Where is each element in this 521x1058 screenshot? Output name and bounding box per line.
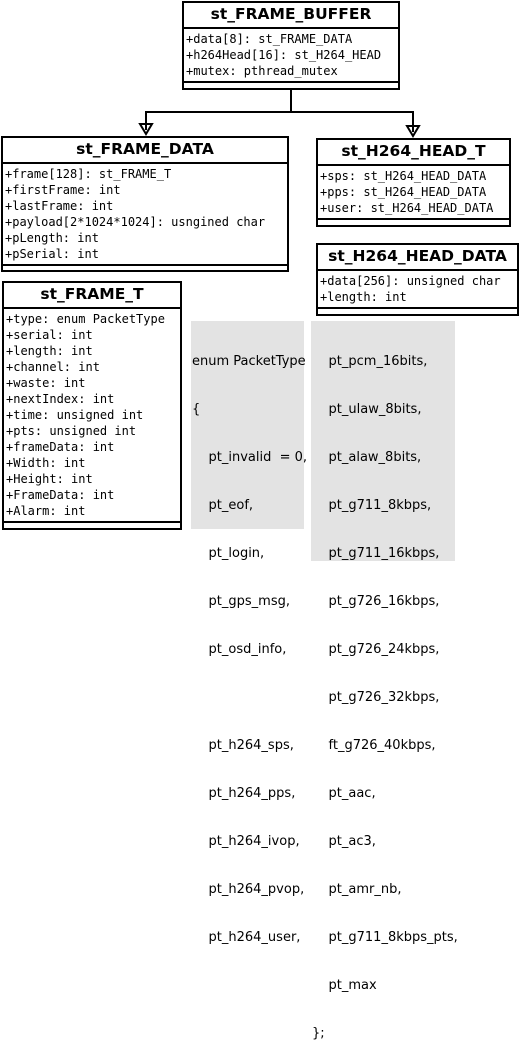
- attribute: +Width: int: [6, 456, 86, 470]
- operation-compartment: [3, 266, 287, 272]
- class-title: st_FRAME_T: [4, 283, 180, 309]
- arrowhead-frame-data: [138, 123, 154, 136]
- attribute: +user: st_H264_HEAD_DATA: [320, 201, 494, 215]
- attribute: +FrameData: int: [6, 488, 115, 502]
- attribute: +frame[128]: st_FRAME_T: [5, 167, 172, 181]
- attribute: +mutex: pthread_mutex: [186, 64, 338, 78]
- note-line: pt_g726_24kbps,: [312, 642, 440, 657]
- note-line: pt_g726_32kbps,: [312, 690, 440, 705]
- attribute: +waste: int: [6, 376, 86, 390]
- note-line: enum PacketType: [192, 354, 306, 369]
- attribute-list: +sps: st_H264_HEAD_DATA +pps: st_H264_HE…: [318, 166, 509, 220]
- attribute: +data[8]: st_FRAME_DATA: [186, 32, 353, 46]
- note-line: pt_invalid = 0,: [192, 450, 308, 465]
- note-line: pt_ulaw_8bits,: [312, 402, 422, 417]
- operation-compartment: [318, 309, 517, 315]
- operation-compartment: [184, 83, 398, 89]
- class-h264-head-t: st_H264_HEAD_T +sps: st_H264_HEAD_DATA +…: [316, 138, 511, 227]
- class-frame-data: st_FRAME_DATA +frame[128]: st_FRAME_T +f…: [1, 136, 289, 272]
- class-title: st_FRAME_BUFFER: [184, 3, 398, 29]
- note-line: pt_h264_sps,: [192, 738, 294, 753]
- class-frame-t: st_FRAME_T +type: enum PacketType +seria…: [2, 281, 182, 530]
- note-line: pt_ac3,: [312, 834, 376, 849]
- note-line: {: [192, 402, 201, 417]
- note-line: pt_gps_msg,: [192, 594, 290, 609]
- attribute: +Alarm: int: [6, 504, 86, 518]
- connector-buffer-to-frame-data: [145, 90, 292, 130]
- class-frame-buffer: st_FRAME_BUFFER +data[8]: st_FRAME_DATA …: [182, 1, 400, 90]
- note-line: pt_login,: [192, 546, 265, 561]
- note-line: pt_h264_ivop,: [192, 834, 300, 849]
- attribute: +payload[2*1024*1024]: usngined char: [5, 215, 266, 229]
- note-line: pt_eof,: [192, 498, 254, 513]
- enum-note-right: pt_pcm_16bits, pt_ulaw_8bits, pt_alaw_8b…: [311, 321, 458, 1041]
- attribute: +type: enum PacketType: [6, 312, 165, 326]
- note-line: };: [312, 1026, 325, 1041]
- attribute: +Height: int: [6, 472, 93, 486]
- attribute: +nextIndex: int: [6, 392, 115, 406]
- attribute: +channel: int: [6, 360, 100, 374]
- operation-compartment: [4, 523, 180, 529]
- operation-compartment: [318, 220, 509, 226]
- connector-buffer-to-h264-head: [291, 111, 414, 132]
- connector-lines: [138, 90, 421, 138]
- attribute: +data[256]: unsigned char: [320, 274, 501, 288]
- note-line: pt_g711_16kbps,: [312, 546, 440, 561]
- attribute: +frameData: int: [6, 440, 115, 454]
- attribute-list: +data[256]: unsigned char +length: int: [318, 271, 517, 309]
- note-line: pt_amr_nb,: [312, 882, 402, 897]
- note-line: [192, 690, 304, 706]
- note-line: pt_aac,: [312, 786, 376, 801]
- attribute: +pps: st_H264_HEAD_DATA: [320, 185, 487, 199]
- note-line: pt_max: [312, 978, 377, 993]
- class-title: st_H264_HEAD_T: [318, 140, 509, 166]
- attribute: +pts: unsigned int: [6, 424, 137, 438]
- class-title: st_H264_HEAD_DATA: [318, 245, 517, 271]
- attribute: +pLength: int: [5, 231, 99, 245]
- class-h264-head-data: st_H264_HEAD_DATA +data[256]: unsigned c…: [316, 243, 519, 316]
- attribute: +h264Head[16]: st_H264_HEAD: [186, 48, 382, 62]
- attribute-list: +type: enum PacketType +serial: int +len…: [4, 309, 180, 523]
- note-line: pt_h264_pps,: [192, 786, 296, 801]
- note-line: pt_g726_16kbps,: [312, 594, 440, 609]
- attribute: +firstFrame: int: [5, 183, 121, 197]
- attribute-list: +frame[128]: st_FRAME_T +firstFrame: int…: [3, 164, 287, 266]
- attribute: +sps: st_H264_HEAD_DATA: [320, 169, 487, 183]
- note-line: pt_g711_8kbps_pts,: [312, 930, 458, 945]
- note-line: pt_g711_8kbps,: [312, 498, 432, 513]
- note-line: pt_osd_info,: [192, 642, 287, 657]
- attribute: +pSerial: int: [5, 247, 99, 261]
- note-line: ft_g726_40kbps,: [312, 738, 436, 753]
- attribute: +length: int: [320, 290, 407, 304]
- enum-note-left: enum PacketType { pt_invalid = 0, pt_eof…: [191, 321, 308, 945]
- arrowhead-h264-head: [405, 125, 421, 138]
- attribute-list: +data[8]: st_FRAME_DATA +h264Head[16]: s…: [184, 29, 398, 83]
- attribute: +serial: int: [6, 328, 93, 342]
- class-title: st_FRAME_DATA: [3, 138, 287, 164]
- note-line: pt_h264_pvop,: [192, 882, 305, 897]
- note-line: pt_h264_user,: [192, 930, 301, 945]
- note-line: pt_pcm_16bits,: [312, 354, 428, 369]
- note-line: pt_alaw_8bits,: [312, 450, 422, 465]
- attribute: +lastFrame: int: [5, 199, 114, 213]
- attribute: +time: unsigned int: [6, 408, 144, 422]
- attribute: +length: int: [6, 344, 93, 358]
